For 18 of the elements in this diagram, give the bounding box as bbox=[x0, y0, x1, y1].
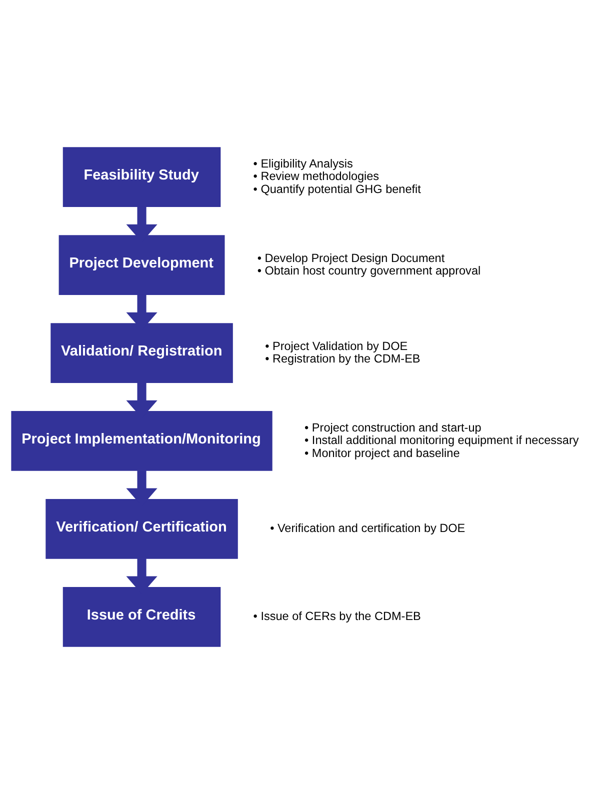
node-box: Project Development bbox=[58, 235, 225, 295]
node-label: • Verification and certification by DOE bbox=[270, 522, 466, 536]
node-label: • Registration by the CDM-EB bbox=[265, 352, 420, 366]
node-label: • Eligibility Analysis bbox=[253, 157, 353, 170]
node-label: • Project construction and start-up bbox=[304, 421, 482, 434]
node-label: • Develop Project Design Document bbox=[257, 252, 445, 265]
node-label: • Install additional monitoring equipment if necessary bbox=[304, 434, 579, 448]
node-box: Feasibility Study bbox=[62, 147, 221, 208]
node-label: • Review methodologies bbox=[253, 170, 380, 184]
node-label: • Monitor project and baseline bbox=[304, 446, 460, 460]
node-box: Verification/ Certification bbox=[46, 499, 238, 559]
node-label: • Quantify potential GHG benefit bbox=[253, 182, 421, 196]
node-label: • Project Validation by DOE bbox=[265, 340, 408, 353]
node-label: • Issue of CERs by the CDM-EB bbox=[253, 610, 421, 623]
node-box: Project Implementation/Monitoring bbox=[11, 411, 272, 471]
node-label: • Obtain host country government approval bbox=[257, 264, 481, 278]
node-box: Validation/ Registration bbox=[50, 323, 233, 383]
node-box: Issue of Credits bbox=[62, 586, 221, 647]
